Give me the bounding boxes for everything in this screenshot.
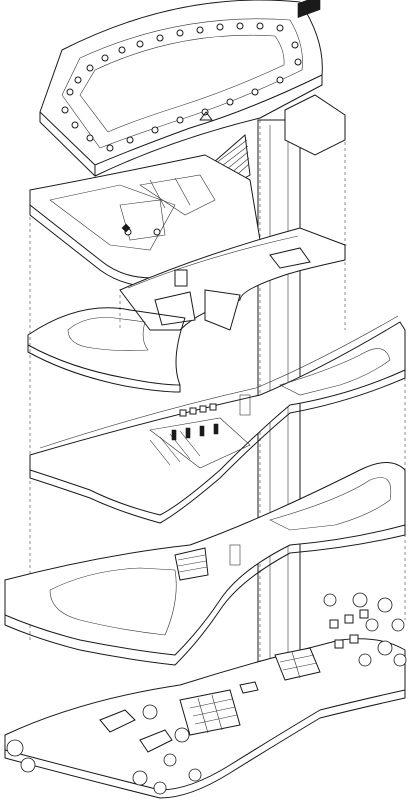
roof-level [39, 0, 323, 177]
ground-furniture [329, 609, 369, 649]
middle-floor-level [29, 315, 406, 524]
ground-floor-level [4, 609, 406, 799]
lower-floor-level [4, 462, 406, 666]
trees [6, 592, 407, 795]
core-top-box [284, 0, 346, 156]
roof-fixtures [61, 22, 302, 152]
ramp-floor-level [27, 227, 346, 393]
